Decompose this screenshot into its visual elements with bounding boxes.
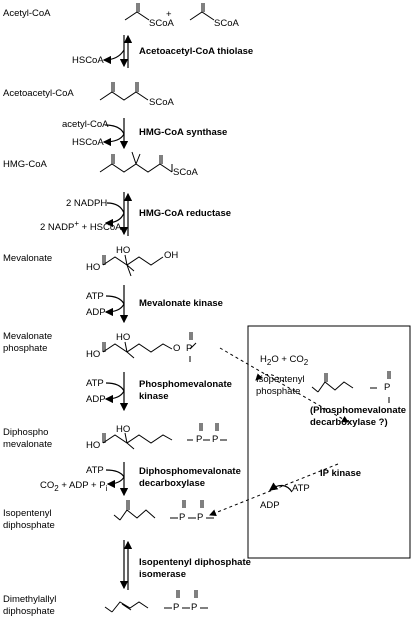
cofactor-hscoa-2: HSCoA bbox=[72, 137, 104, 148]
cofactor-co2-adp-pi: CO2 + ADP + Pi bbox=[40, 480, 108, 493]
cofactor-atp-1: ATP bbox=[86, 291, 104, 302]
label-diphospho-1: Diphospho bbox=[3, 427, 49, 438]
acetyl-coa-structure-1 bbox=[124, 3, 150, 21]
atp-curl-1 bbox=[104, 295, 125, 317]
plus-sign: + bbox=[166, 9, 172, 20]
label-hmg-coa: HMG-CoA bbox=[3, 159, 47, 170]
atom-ho-mev: HO bbox=[116, 245, 131, 256]
atp-curl-3 bbox=[105, 469, 125, 489]
mevalonate-structure bbox=[102, 254, 164, 277]
atom-p-dmapp-1: P bbox=[173, 602, 180, 613]
atom-scoa-4: SCoA bbox=[173, 167, 198, 178]
hscoa-curl-1 bbox=[102, 49, 125, 65]
atom-o-mevp: O bbox=[173, 343, 181, 354]
atom-ho-dpm: HO bbox=[116, 424, 131, 435]
label-dmapp-2: diphosphate bbox=[3, 606, 55, 617]
ipp-structure bbox=[113, 500, 214, 521]
cofactor-atp-ip: ATP bbox=[292, 483, 310, 494]
atp-curl-2 bbox=[104, 382, 125, 404]
atom-scoa-1: SCoA bbox=[149, 18, 174, 29]
atom-p-ipp-1: P bbox=[179, 512, 186, 523]
atom-oh-mev: OH bbox=[164, 250, 179, 261]
label-ipp-1: Isopentenyl bbox=[3, 508, 52, 519]
enzyme-pmk-2: kinase bbox=[139, 391, 169, 402]
mevalonate-phosphate-structure bbox=[102, 332, 197, 362]
atom-ho-acid-dpm: HO bbox=[86, 440, 101, 451]
atom-scoa-2: SCoA bbox=[214, 18, 239, 29]
atom-p-dpm-2: P bbox=[212, 434, 219, 445]
enzyme-idi-1: Isopentenyl diphosphate bbox=[139, 557, 251, 568]
enzyme-thiolase: Acetoacetyl-CoA thiolase bbox=[139, 46, 254, 57]
label-ipp-2: diphosphate bbox=[3, 520, 55, 531]
atom-ho-acid-mevp: HO bbox=[86, 349, 101, 360]
atom-p-dmapp-2: P bbox=[191, 602, 198, 613]
cofactor-nadp: 2 NADP+ + HSCoA bbox=[40, 219, 122, 234]
dashed-arrow-ip-kinase bbox=[209, 463, 339, 517]
acetyl-coa-curl bbox=[102, 124, 125, 147]
atom-scoa-3: SCoA bbox=[149, 97, 174, 108]
atom-p-ipp-2: P bbox=[197, 512, 204, 523]
acetyl-coa-structure-2 bbox=[189, 3, 215, 21]
cofactor-nadph: 2 NADPH bbox=[66, 198, 108, 209]
cofactor-adp-2: ADP bbox=[86, 394, 106, 405]
label-dmapp-1: Dimethylallyl bbox=[3, 594, 57, 605]
label-ip-2: phosphate bbox=[256, 386, 301, 397]
cofactor-atp-2: ATP bbox=[86, 378, 104, 389]
atom-ho-acid-mev: HO bbox=[86, 262, 101, 273]
label-diphospho-2: mevalonate bbox=[3, 439, 53, 450]
enzyme-ip-kinase: IP kinase bbox=[320, 468, 362, 479]
dashed-arrow-pmd bbox=[219, 347, 349, 423]
cofactor-acetyl-coa: acetyl-CoA bbox=[62, 119, 109, 130]
label-acetoacetyl-coa: Acetoacetyl-CoA bbox=[3, 88, 74, 99]
enzyme-idi-2: isomerase bbox=[139, 569, 187, 580]
diphosphomevalonate-structure bbox=[102, 423, 227, 450]
enzyme-pmd-2: decarboxylase ?) bbox=[310, 417, 388, 428]
label-mevalonate-phosphate-2: phosphate bbox=[3, 343, 48, 354]
atp-curl-ip bbox=[269, 482, 293, 493]
enzyme-dmd-2: decarboxylase bbox=[139, 478, 206, 489]
cofactor-h2o-co2: H2O + CO2 bbox=[260, 354, 309, 367]
enzyme-hmg-reductase: HMG-CoA reductase bbox=[139, 208, 232, 219]
acetoacetyl-coa-structure bbox=[99, 82, 149, 101]
nadph-curl bbox=[104, 202, 125, 228]
isopentenyl-phosphate-structure bbox=[311, 371, 391, 403]
enzyme-mevalonate-kinase: Mevalonate kinase bbox=[139, 298, 223, 309]
dmapp-structure bbox=[104, 590, 208, 613]
enzyme-pmd-1: (Phosphomevalonate bbox=[310, 405, 407, 416]
cofactor-adp-ip: ADP bbox=[260, 500, 280, 511]
enzyme-pmk-1: Phosphomevalonate bbox=[139, 379, 232, 390]
alternative-pathway-box bbox=[247, 325, 411, 559]
label-mevalonate-phosphate-1: Mevalonate bbox=[3, 331, 53, 342]
label-mevalonate: Mevalonate bbox=[3, 253, 53, 264]
atom-ho-mevp: HO bbox=[116, 332, 131, 343]
cofactor-hscoa-1: HSCoA bbox=[72, 55, 104, 66]
label-ip-1: Isopentenyl bbox=[256, 374, 305, 385]
hmg-coa-structure bbox=[99, 151, 173, 173]
cofactor-adp-1: ADP bbox=[86, 307, 106, 318]
cofactor-atp-3: ATP bbox=[86, 465, 104, 476]
label-acetyl-coa: Acetyl-CoA bbox=[3, 8, 51, 19]
atom-p-ip: P bbox=[384, 382, 391, 393]
atom-p-dpm-1: P bbox=[196, 434, 203, 445]
enzyme-dmd-1: Diphosphomevalonate bbox=[139, 466, 241, 477]
enzyme-hmg-synthase: HMG-CoA synthase bbox=[139, 127, 228, 138]
atom-p-mevp: P bbox=[186, 343, 193, 354]
